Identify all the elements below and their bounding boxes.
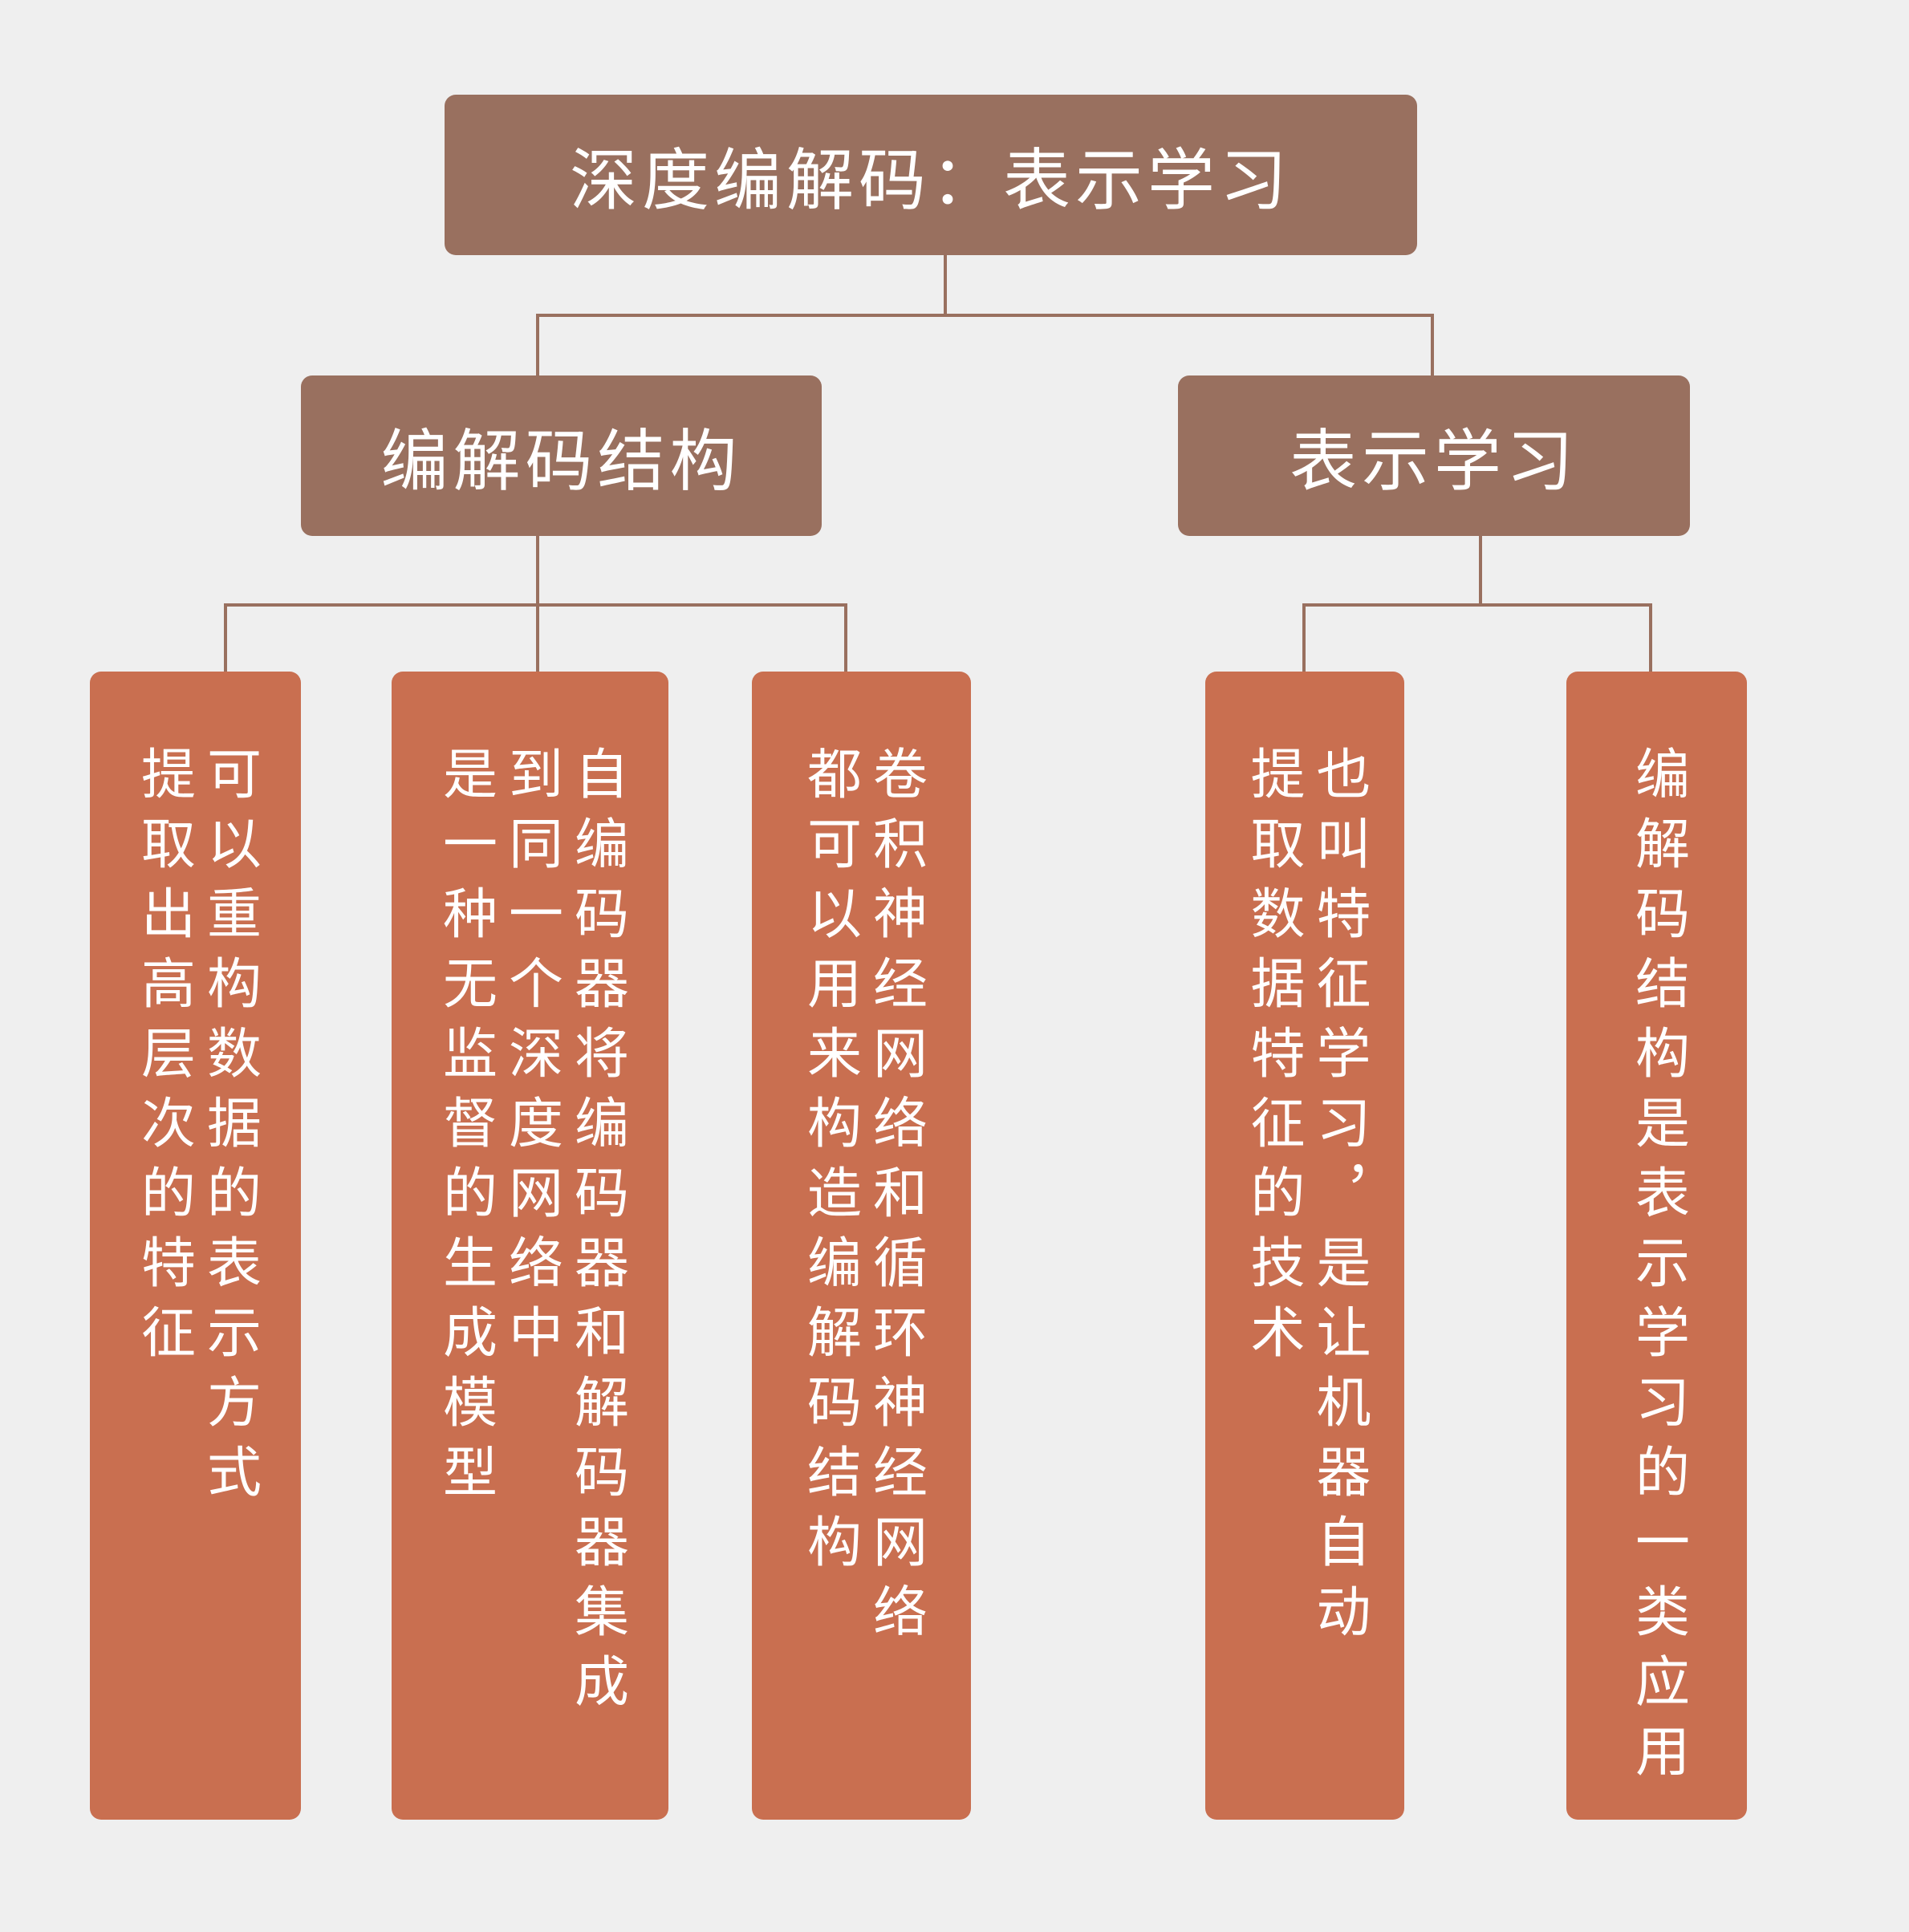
- leaf-text-column: 提取出高层次的特征: [131, 745, 195, 1374]
- connector: [536, 536, 539, 607]
- connector: [1479, 536, 1482, 607]
- connector: [224, 603, 847, 607]
- connector: [944, 255, 947, 317]
- leaf-text-column: 都可以用来构造编解码结构: [797, 745, 861, 1583]
- connector: [536, 314, 539, 376]
- leaf-text-column: 卷积神经网络和循环神经网络: [863, 745, 927, 1653]
- leaf-node: 也叫特征学习，是让机器自动 提取数据特征的技术: [1205, 672, 1404, 1820]
- root-node: 深度编解码：表示学习: [445, 95, 1417, 255]
- leaf-text-column: 也叫特征学习，是让机器自动: [1306, 745, 1370, 1653]
- connector: [1302, 603, 1306, 672]
- leaf-text-column: 提取数据特征的技术: [1241, 745, 1304, 1374]
- connector: [1431, 314, 1434, 376]
- branch-label: 编解码结构: [380, 421, 742, 501]
- connector: [1649, 603, 1652, 672]
- branch-node-encoder-decoder: 编解码结构: [301, 375, 822, 536]
- connector: [536, 603, 539, 672]
- leaf-node: 可以重构数据的表示方式 提取出高层次的特征: [90, 672, 301, 1820]
- leaf-node: 自编码器将编码器和解码器集成 到同一个深度网络中 是一种无监督的生成模型: [392, 672, 668, 1820]
- connector: [224, 603, 227, 672]
- leaf-text-column: 是一种无监督的生成模型: [433, 745, 497, 1513]
- leaf-node: 卷积神经网络和循环神经网络 都可以用来构造编解码结构: [752, 672, 971, 1820]
- leaf-node: 编解码结构是表示学习的一类应用: [1566, 672, 1747, 1820]
- branch-label: 表示学习: [1289, 421, 1578, 501]
- leaf-text-column: 可以重构数据的表示方式: [197, 745, 261, 1513]
- leaf-text-column: 到同一个深度网络中: [498, 745, 563, 1374]
- root-label: 深度编解码：表示学习: [569, 140, 1292, 220]
- leaf-text-column: 编解码结构是表示学习的一类应用: [1625, 745, 1689, 1792]
- connector: [1302, 603, 1652, 607]
- leaf-text-column: 自编码器将编码器和解码器集成: [564, 745, 628, 1723]
- connector: [536, 314, 1434, 317]
- branch-node-representation-learning: 表示学习: [1178, 375, 1690, 536]
- connector: [844, 603, 847, 672]
